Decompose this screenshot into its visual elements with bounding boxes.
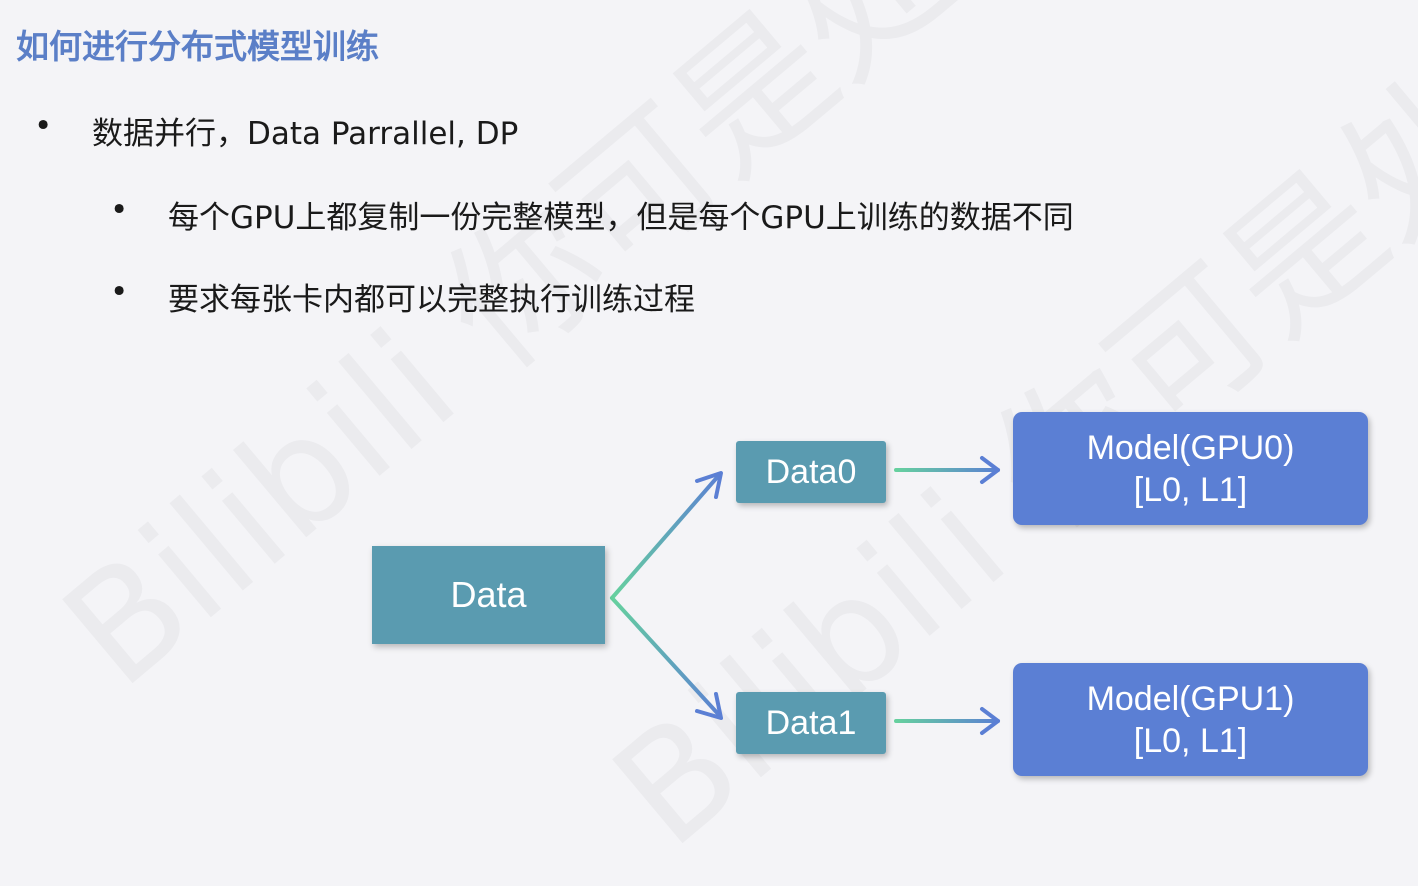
bullet-marker: • bbox=[34, 108, 53, 144]
arrow-data-to-data0 bbox=[610, 472, 722, 600]
model-gpu1-node: Model(GPU1) [L0, L1] bbox=[1013, 663, 1368, 776]
arrowhead-data0 bbox=[695, 471, 723, 499]
model-gpu1-layers: [L0, L1] bbox=[1133, 721, 1248, 760]
bullet-marker: • bbox=[110, 274, 129, 310]
data0-node: Data0 bbox=[736, 441, 886, 503]
data1-node: Data1 bbox=[736, 692, 886, 754]
bullet-marker: • bbox=[110, 192, 129, 228]
data-node: Data bbox=[372, 546, 605, 644]
arrowhead-model1 bbox=[980, 707, 1000, 735]
bullet-text: 每个GPU上都复制一份完整模型，但是每个GPU上训练的数据不同 bbox=[168, 200, 1074, 236]
arrowhead-data1 bbox=[695, 692, 723, 720]
bullet-text: 数据并行，Data Parrallel, DP bbox=[92, 116, 519, 152]
diagram-arrows bbox=[610, 456, 1000, 735]
arrow-data-to-data1 bbox=[610, 596, 722, 718]
arrowhead-model0 bbox=[980, 456, 1000, 484]
model-gpu0-layers: [L0, L1] bbox=[1133, 470, 1248, 509]
bullet-text: 要求每张卡内都可以完整执行训练过程 bbox=[168, 282, 695, 318]
model-gpu0-node: Model(GPU0) [L0, L1] bbox=[1013, 412, 1368, 525]
page-title: 如何进行分布式模型训练 bbox=[16, 27, 379, 66]
model-gpu1-label: Model(GPU1) bbox=[1086, 679, 1295, 718]
model-gpu0-label: Model(GPU0) bbox=[1086, 428, 1295, 467]
